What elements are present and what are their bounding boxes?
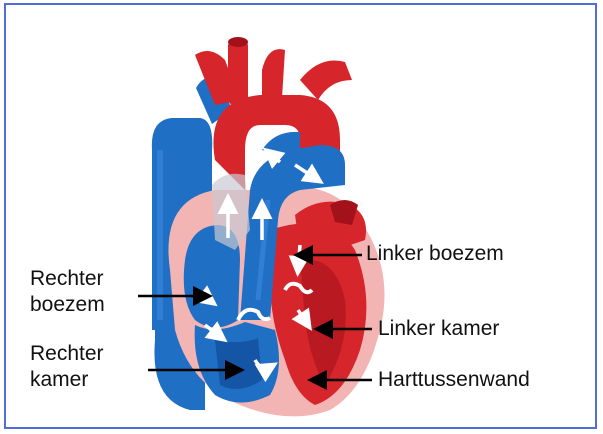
label-left-atrium: Linker boezem bbox=[366, 241, 504, 267]
label-right-atrium: Rechter boezem bbox=[30, 266, 105, 318]
label-septum: Harttussenwand bbox=[378, 367, 530, 393]
label-right-ventricle-line2: kamer bbox=[30, 367, 104, 393]
label-left-ventricle: Linker kamer bbox=[378, 316, 499, 342]
label-right-atrium-line1: Rechter bbox=[30, 266, 105, 292]
label-right-ventricle: Rechter kamer bbox=[30, 341, 104, 393]
label-right-ventricle-line1: Rechter bbox=[30, 341, 104, 367]
label-right-atrium-line2: boezem bbox=[30, 292, 105, 318]
